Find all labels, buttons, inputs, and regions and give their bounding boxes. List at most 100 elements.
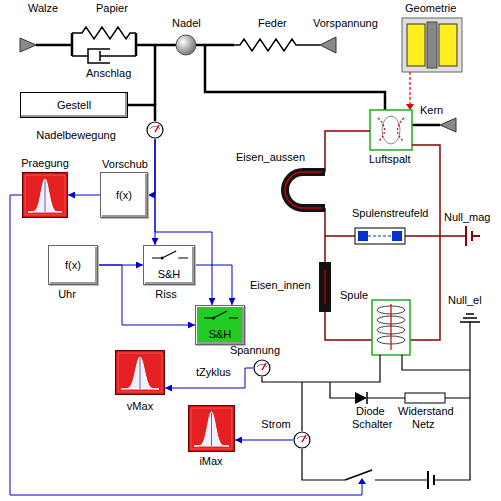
meter-needle — [155, 125, 159, 132]
display-body — [23, 173, 68, 218]
magnet-core — [427, 22, 437, 68]
mech-wire — [154, 45, 157, 105]
part-label: Netz — [412, 418, 435, 431]
display-block: vMax — [115, 350, 165, 395]
mass-symbol — [176, 35, 196, 55]
part-label: Feder — [258, 17, 287, 30]
part-label: Eisen_innen — [250, 279, 311, 292]
block-name: iMax — [199, 455, 222, 468]
fixed-support — [440, 118, 456, 132]
signal-connector — [235, 440, 293, 441]
sample-hold-block: S&HRiss — [143, 245, 195, 285]
block-icon — [146, 121, 164, 139]
block-text: f(x) — [116, 189, 132, 202]
resistor-symbol — [405, 393, 445, 403]
electric-wire — [262, 322, 470, 480]
diode-symbol — [366, 392, 368, 404]
magnetic-ground — [466, 226, 480, 246]
magnet-geometry — [407, 24, 425, 66]
display-block: iMax — [188, 405, 235, 452]
arrow-head — [358, 478, 366, 484]
block-icon — [22, 172, 68, 218]
display-block: Praegung — [22, 172, 68, 218]
gauss-curve — [121, 357, 159, 389]
flux-line — [285, 172, 322, 208]
gauss-curve — [194, 412, 229, 446]
signal-connector — [68, 195, 100, 196]
display-body — [116, 351, 165, 395]
display-face — [118, 353, 162, 392]
block-name: Uhr — [58, 288, 76, 301]
block-name: Riss — [155, 288, 176, 301]
gauss-axis — [211, 413, 212, 446]
block-icon — [293, 431, 311, 449]
gauss-axis — [140, 358, 141, 389]
meter-dial — [147, 122, 163, 138]
geometry-frame — [402, 18, 462, 72]
signal-connector — [128, 105, 155, 121]
part-label: Nadel — [172, 17, 201, 30]
flux-line — [324, 270, 325, 304]
display-face — [191, 408, 232, 449]
part-label: Papier — [96, 2, 128, 15]
block-text: f(x) — [65, 259, 81, 272]
block-name: Vorschub — [102, 158, 148, 171]
geometry-link — [409, 72, 410, 104]
arrow-head — [406, 104, 414, 110]
mech-wire — [412, 124, 440, 127]
leakage-element — [355, 228, 405, 244]
leakage-icon — [358, 231, 368, 241]
airgap-element — [370, 110, 412, 150]
part-label: Kern — [420, 104, 443, 117]
damper-symbol — [72, 49, 136, 63]
block-icon — [188, 405, 235, 452]
block-text: S&H — [209, 328, 232, 341]
iron-yoke — [285, 172, 325, 208]
switch-icon — [212, 317, 215, 320]
display-face — [25, 175, 65, 215]
ground-symbol — [460, 314, 480, 322]
mech-wire — [196, 45, 385, 110]
spring-symbol — [72, 27, 136, 39]
current-sensor: Strom — [293, 431, 311, 449]
field-lines — [378, 118, 404, 142]
meter-needle — [262, 363, 266, 370]
switch-icon — [204, 311, 238, 318]
block-icon — [115, 350, 165, 395]
leakage-icon — [392, 231, 402, 241]
block-name: Spannung — [230, 344, 280, 357]
spring-symbol — [234, 39, 320, 51]
voltage-sensor: Spannung — [253, 359, 271, 377]
coil-element — [372, 300, 410, 355]
control-signal — [10, 195, 362, 495]
part-label: Spulenstreufeld — [352, 207, 428, 220]
fixed-support — [320, 37, 336, 53]
meter-needle — [302, 435, 306, 442]
sample-hold-block: S&H — [195, 305, 245, 345]
position-sensor: Nadelbewegung — [146, 121, 164, 139]
signal-connector — [195, 265, 232, 305]
part-label: Eisen_aussen — [236, 151, 305, 164]
flux-line — [390, 304, 391, 350]
part-label: Anschlag — [86, 67, 131, 80]
block-name: Praegung — [21, 157, 69, 170]
part-label: Null_el — [448, 294, 482, 307]
part-label: Widerstand — [398, 405, 454, 418]
part-label: Geometrie — [405, 2, 456, 15]
meter-dial — [254, 360, 270, 376]
part-label: Schalter — [352, 418, 392, 431]
frame-block: Gestell — [20, 92, 128, 118]
part-label: Walze — [28, 2, 58, 15]
gauss-curve — [28, 179, 62, 212]
part-label: Spule — [340, 289, 368, 302]
part-label: tZyklus — [196, 366, 231, 379]
fixed-support — [20, 38, 36, 52]
block-name: Nadelbewegung — [36, 129, 116, 142]
switch-icon — [152, 251, 188, 258]
switch-symbol — [345, 470, 372, 480]
switch-icon — [161, 257, 164, 260]
block-name: Strom — [261, 418, 290, 431]
diode-symbol — [355, 392, 367, 404]
